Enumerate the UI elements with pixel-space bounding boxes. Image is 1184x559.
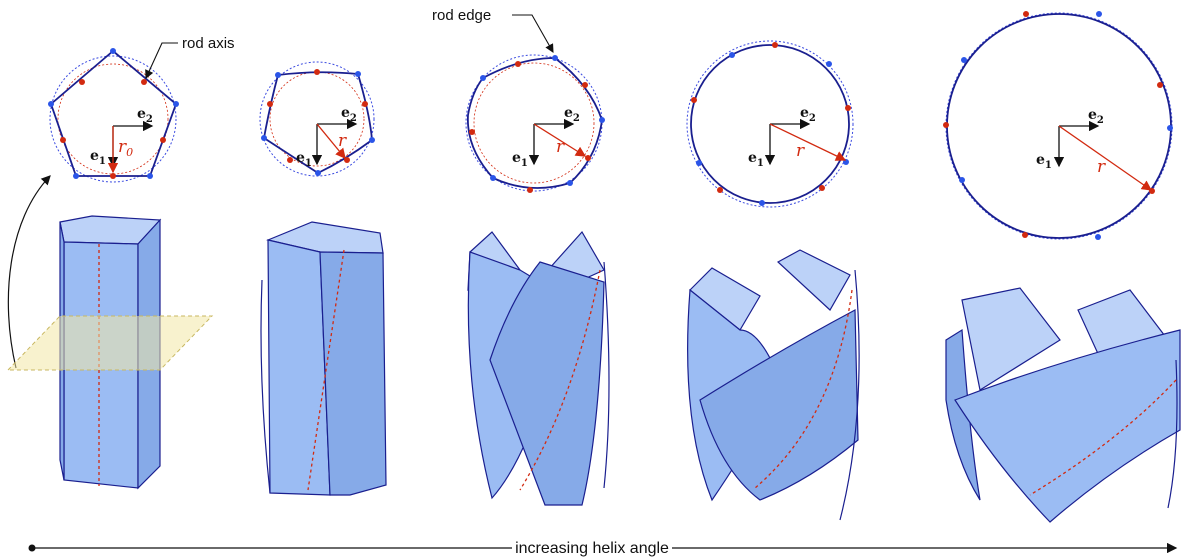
svg-text:e2: e2 — [800, 105, 816, 124]
section-arrow — [7, 175, 51, 369]
e1-label: e1 — [90, 148, 106, 167]
svg-text:r: r — [796, 141, 805, 161]
helix-angle-axis: increasing helix angle — [28, 540, 1178, 557]
cross-section-3: e2 e1 r — [465, 54, 605, 193]
axis-label: increasing helix angle — [515, 540, 669, 557]
svg-text:r: r — [556, 137, 565, 157]
svg-text:e2: e2 — [341, 105, 357, 124]
axis-dots — [60, 79, 166, 179]
r0-label: r0 — [118, 137, 133, 159]
rod-4 — [687, 249, 860, 521]
e2-label: e2 — [137, 106, 153, 125]
cross-section-1: e2 e1 r0 — [48, 48, 179, 183]
cross-section-4: e2 e1 r — [686, 40, 854, 208]
svg-text:e1: e1 — [1036, 152, 1052, 171]
rod-axis-pointer — [145, 42, 178, 80]
svg-text:r: r — [1097, 157, 1106, 177]
rod-5 — [945, 287, 1181, 523]
svg-text:e2: e2 — [1088, 107, 1104, 126]
svg-text:e1: e1 — [512, 150, 528, 169]
svg-text:r: r — [338, 131, 347, 151]
rod-2 — [260, 221, 387, 496]
rod-edge-pointer — [512, 14, 554, 53]
outer-circle — [49, 55, 177, 183]
svg-text:e2: e2 — [564, 105, 580, 124]
rod-3 — [467, 230, 610, 506]
cut-plane — [6, 315, 214, 371]
svg-text:e1: e1 — [748, 150, 764, 169]
edge-dots — [48, 48, 179, 179]
inner-circle — [57, 63, 169, 175]
rod-axis-label: rod axis — [182, 35, 235, 52]
rod-edge-label: rod edge — [432, 7, 491, 24]
cross-section-5: e2 e1 r — [943, 11, 1173, 240]
svg-text:e1: e1 — [296, 150, 312, 169]
cross-section-2: e2 e1 r — [259, 61, 375, 177]
rod-1 — [6, 215, 214, 490]
